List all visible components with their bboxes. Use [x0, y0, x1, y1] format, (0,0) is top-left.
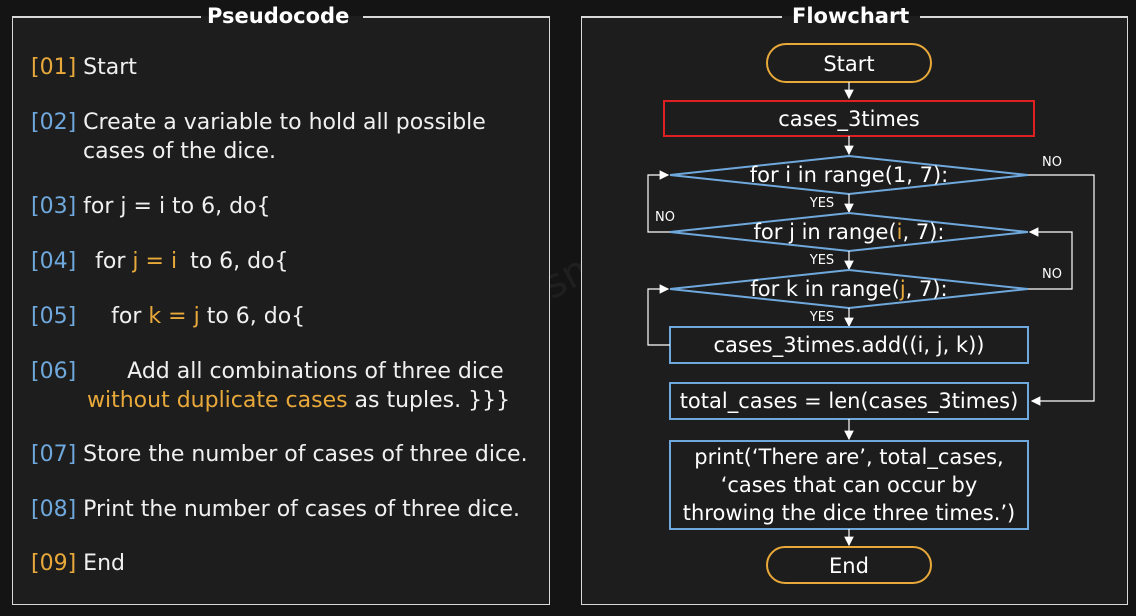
step-03: [03] for j = i to 6, do{ [31, 192, 271, 221]
step-number: [02] [31, 110, 77, 135]
step-09: [09] End [31, 549, 125, 578]
no-label: NO [1042, 155, 1062, 170]
yes-label: YES [809, 253, 834, 268]
step-number: [03] [31, 194, 77, 219]
loop-k-label: for k in range(j, 7): [750, 277, 947, 301]
print-line-1: print(‘There are’, total_cases, [694, 445, 1003, 470]
step-number: [07] [31, 442, 77, 467]
highlight-text: j = i [132, 249, 178, 274]
step-text: Add all combinations of three dice [127, 359, 504, 384]
step-number: [08] [31, 497, 77, 522]
step-text: End [83, 551, 125, 576]
yes-label: YES [809, 310, 834, 325]
flowchart-diagram: Start cases_3times for i in range(1, 7):… [647, 43, 1095, 584]
loop-j-label: for j in range(i, 7): [754, 220, 945, 244]
step-05: [05] for k = j to 6, do{ [31, 302, 305, 331]
step-01: [01] Start [31, 53, 137, 82]
step-number: [01] [31, 55, 77, 80]
step-text: Create a variable to hold all possible [83, 110, 486, 135]
end-terminal [766, 546, 932, 584]
step-text: Print the number of cases of three dice. [83, 497, 521, 522]
print-line-3: throwing the dice three times.’) [683, 501, 1016, 525]
step-number: [05] [31, 304, 77, 329]
loop-back-arrow [647, 170, 670, 233]
step-text: Store the number of cases of three dice. [83, 442, 528, 467]
step-04: [04] for j = i to 6, do{ [31, 247, 289, 276]
highlight-text: without duplicate cases [87, 388, 348, 413]
step-number: [06] [31, 359, 77, 384]
highlight-text: k = j [148, 304, 200, 329]
init-label: cases_3times [778, 107, 919, 132]
loop-i-label: for i in range(1, 7): [750, 163, 948, 187]
loop-back-arrow [647, 284, 670, 346]
step-text: Start [83, 55, 137, 80]
add-label: cases_3times.add((i, j, k)) [714, 333, 985, 358]
start-label: Start [823, 52, 874, 76]
loop-j-decision [669, 211, 1029, 253]
exit-arrow [1028, 174, 1095, 406]
pseudocode-panel: Pseudocode [01] Start [02] Create a vari… [12, 4, 550, 605]
flowchart-title: Flowchart [792, 4, 910, 28]
no-label: NO [655, 210, 675, 225]
step-02: [02] Create a variable to hold all possi… [31, 108, 486, 166]
step-text: for [111, 304, 149, 329]
print-line-2: ‘cases that can occur by [721, 473, 978, 497]
flowchart-panel: Flowchart Start cases_3times for i in ra… [581, 4, 1128, 605]
yes-label: YES [809, 196, 834, 211]
loop-back-arrow [1028, 227, 1073, 290]
step-06: [06] Add all combinations of three dice … [31, 357, 510, 415]
step-text: for [95, 249, 133, 274]
step-text-continued: cases of the dice. [83, 139, 277, 164]
step-text-end: to 6, do{ [183, 249, 289, 274]
pseudocode-title: Pseudocode [207, 4, 350, 28]
no-label: NO [1042, 267, 1062, 282]
step-number: [09] [31, 551, 77, 576]
step-number: [04] [31, 249, 77, 274]
step-07: [07] Store the number of cases of three … [31, 440, 528, 469]
total-label: total_cases = len(cases_3times) [680, 389, 1019, 414]
step-08: [08] Print the number of cases of three … [31, 495, 520, 524]
step-text: for j = i to 6, do{ [83, 194, 271, 219]
step-text-end: to 6, do{ [199, 304, 306, 329]
end-label: End [829, 554, 869, 578]
step-text-end: as tuples. }}} [347, 388, 511, 413]
